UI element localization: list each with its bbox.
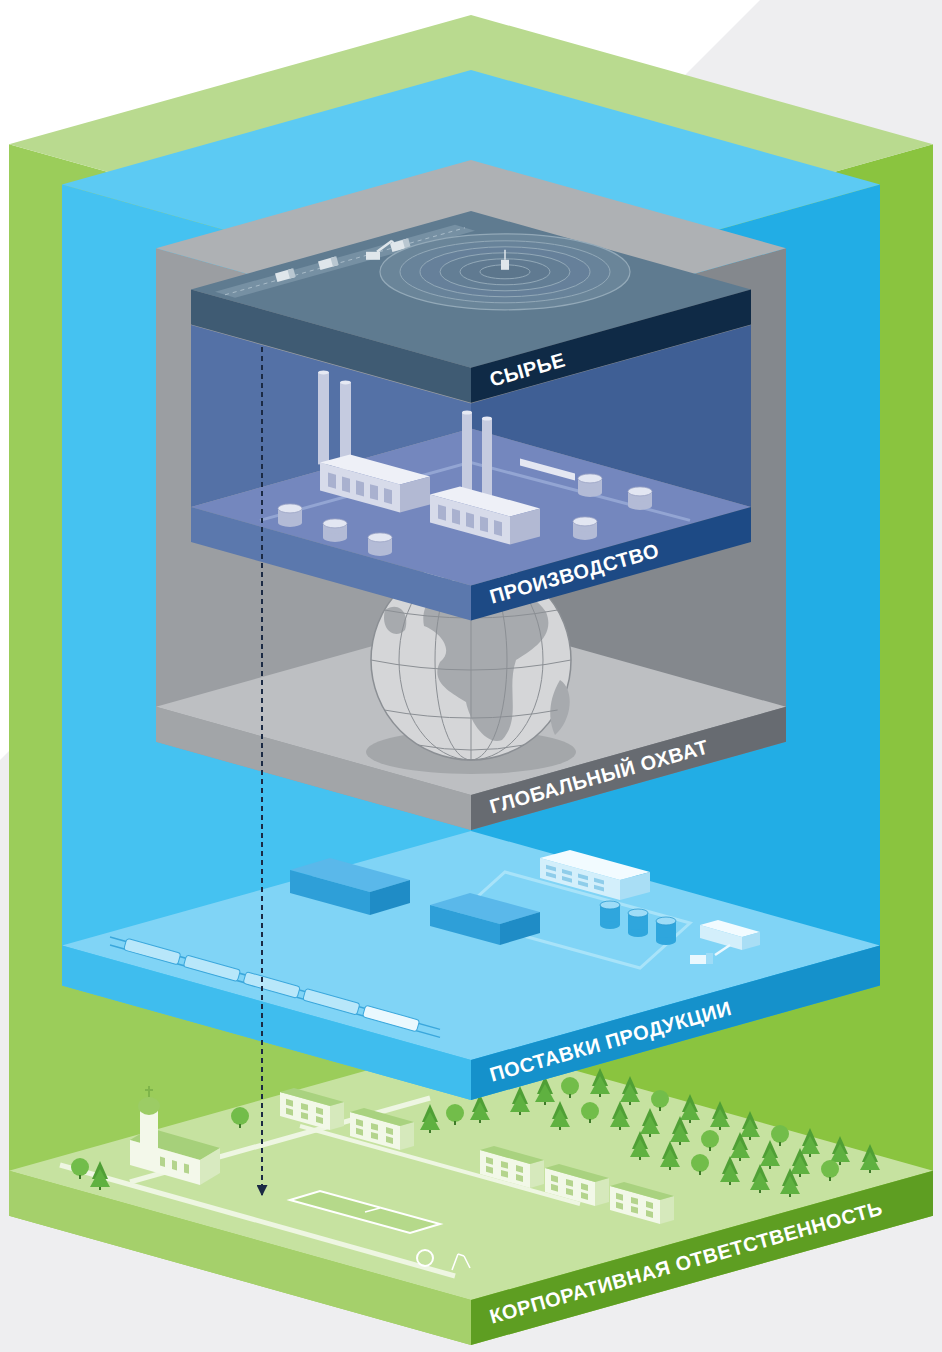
slab-top xyxy=(62,831,880,1060)
slab-face xyxy=(471,945,880,1100)
slab-face xyxy=(471,1171,933,1345)
mine-illustration xyxy=(215,225,630,310)
supply-layer: ПОСТАВКИ ПРОДУКЦИИГЛОБАЛЬНЫЙ ОХВАТСЫРЬЕП… xyxy=(62,70,880,1100)
slab-side xyxy=(9,1171,471,1345)
global-layer: ГЛОБАЛЬНЫЙ ОХВАТСЫРЬЕПРОИЗВОДСТВО xyxy=(156,160,786,830)
dashed-arrow xyxy=(261,347,263,1195)
production-layer: ПРОИЗВОДСТВО xyxy=(191,325,751,620)
supply-illustration xyxy=(110,850,760,1037)
responsibility-layer: КОРПОРАТИВНАЯ ОТВЕТСТВЕННОСТЬПОСТАВКИ ПР… xyxy=(9,15,933,1345)
layer-shape xyxy=(191,325,751,620)
factory-illustration xyxy=(260,370,690,555)
